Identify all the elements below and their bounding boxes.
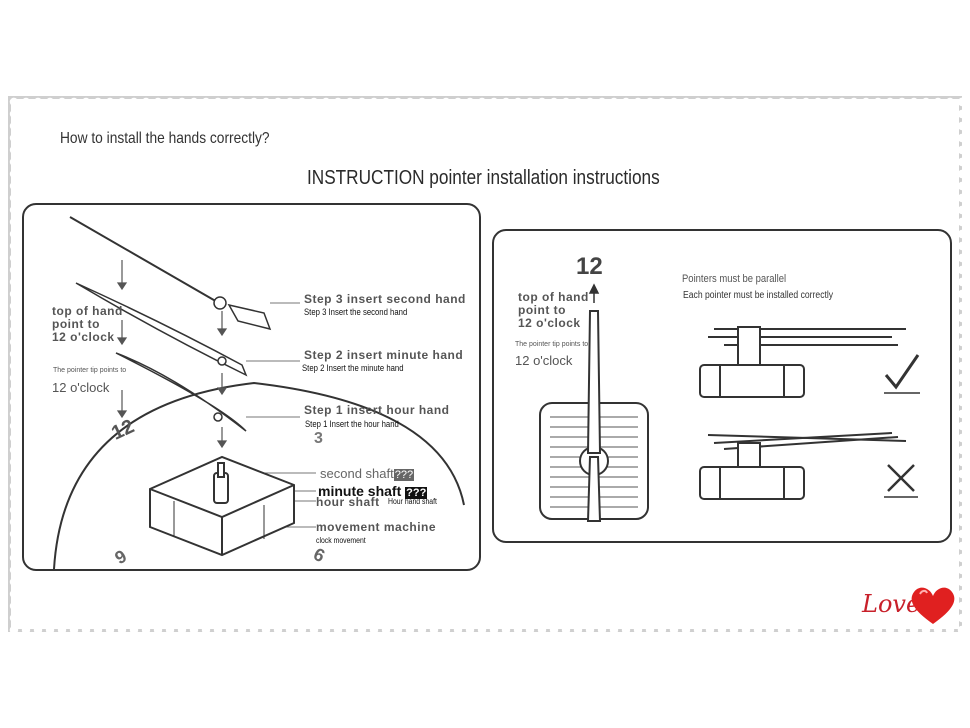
- parallel-note: Pointers must be parallel: [682, 273, 787, 285]
- question-heading: How to install the hands correctly?: [60, 130, 270, 147]
- minute-shaft-label: minute shaft ???: [318, 483, 428, 499]
- tip-note: The pointer tip points to: [53, 367, 127, 374]
- dial-number-12: 12: [576, 253, 603, 280]
- left-diagram-drawing: [53, 216, 465, 569]
- step2-translation: Step 2 Insert the minute hand: [302, 363, 404, 373]
- hour-shaft-label: hour shaft: [316, 495, 380, 509]
- x-mark-icon: [884, 464, 918, 498]
- second-hand: [69, 216, 220, 304]
- second-shaft-label: second shaft???: [320, 466, 415, 481]
- heart-icon: [911, 587, 955, 624]
- movement-translation: clock movement: [316, 536, 366, 545]
- check-mark-icon: [884, 354, 920, 394]
- wrong-installation: [699, 432, 907, 500]
- step3-translation: Step 3 Insert the second hand: [304, 307, 408, 317]
- step3-label: Step 3 insert second hand: [304, 292, 466, 306]
- hour-shaft-translation: Hour hand shaft: [388, 497, 437, 506]
- tip-note: The pointer tip points to: [515, 341, 589, 348]
- love-signature: Love: [862, 590, 921, 618]
- step2-label: Step 2 insert minute hand: [304, 348, 464, 362]
- tip-value: 12 o'clock: [515, 353, 573, 368]
- page-title: INSTRUCTION pointer installation instruc…: [307, 167, 660, 189]
- hour-hand: [115, 352, 247, 432]
- step1-label: Step 1 insert hour hand: [304, 403, 450, 417]
- dial-number-3: 3: [314, 430, 323, 447]
- step1-translation: Step 1 Insert the hour hand: [305, 419, 399, 429]
- movement-label: movement machine: [316, 520, 437, 534]
- front-movement: [539, 310, 649, 522]
- right-instruction-panel: 12 top of hand point to 12 o'clock The p…: [492, 229, 952, 543]
- parallel-translation: Each pointer must be installed correctly: [683, 290, 834, 301]
- left-instruction-panel: top of hand point to 12 o'clock The poin…: [22, 203, 481, 571]
- top-of-hand-label: top of hand point to 12 o'clock: [52, 304, 123, 344]
- correct-installation: [699, 326, 906, 398]
- top-of-hand-label: top of hand point to 12 o'clock: [518, 290, 589, 330]
- minute-hand: [75, 282, 248, 377]
- tip-value: 12 o'clock: [52, 380, 110, 395]
- clock-movement: [149, 455, 295, 557]
- right-diagram-drawing: [539, 283, 920, 522]
